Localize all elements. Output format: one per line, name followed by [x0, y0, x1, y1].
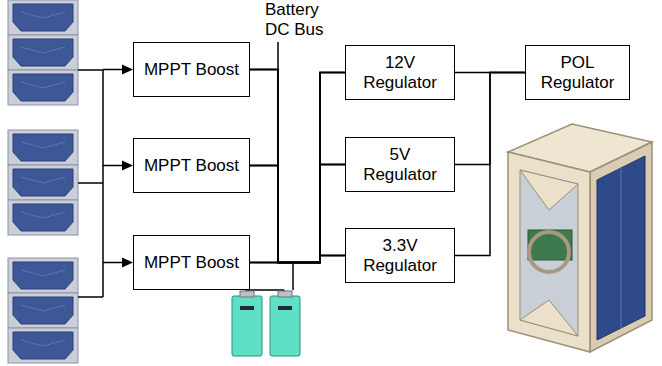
bus-wire — [455, 73, 525, 256]
bus-wire — [250, 256, 345, 263]
box-label: 12V Regulator — [354, 53, 446, 93]
bus-label: Battery DC Bus — [263, 0, 341, 40]
arrow-head — [122, 65, 133, 268]
box-label: 3.3V Regulator — [354, 236, 446, 276]
bus-wire — [250, 70, 345, 263]
process-box: 12V Regulator — [345, 45, 455, 100]
box-label: 5V Regulator — [354, 145, 446, 185]
solar-panel — [8, 0, 78, 363]
bus-wire — [250, 70, 345, 263]
bus-wire — [250, 73, 345, 263]
box-label: POL Regulator — [534, 53, 621, 93]
process-box: 5V Regulator — [345, 137, 455, 192]
box-label: MPPT Boost — [144, 253, 239, 273]
bus-wire — [250, 73, 345, 263]
process-box: MPPT Boost — [133, 138, 250, 193]
process-box: 3.3V Regulator — [345, 228, 455, 283]
bus-wire — [250, 165, 345, 263]
process-box: MPPT Boost — [133, 42, 250, 97]
box-label: MPPT Boost — [144, 60, 239, 80]
cubesat-illustration — [508, 124, 652, 352]
panel-wiring — [78, 42, 293, 297]
bus-wire — [250, 70, 345, 263]
bus-wire — [250, 165, 345, 263]
battery — [232, 291, 300, 356]
box-label: MPPT Boost — [144, 156, 239, 176]
process-box: MPPT Boost — [133, 235, 250, 290]
bus-wire — [250, 166, 345, 263]
process-box: POL Regulator — [525, 45, 630, 100]
